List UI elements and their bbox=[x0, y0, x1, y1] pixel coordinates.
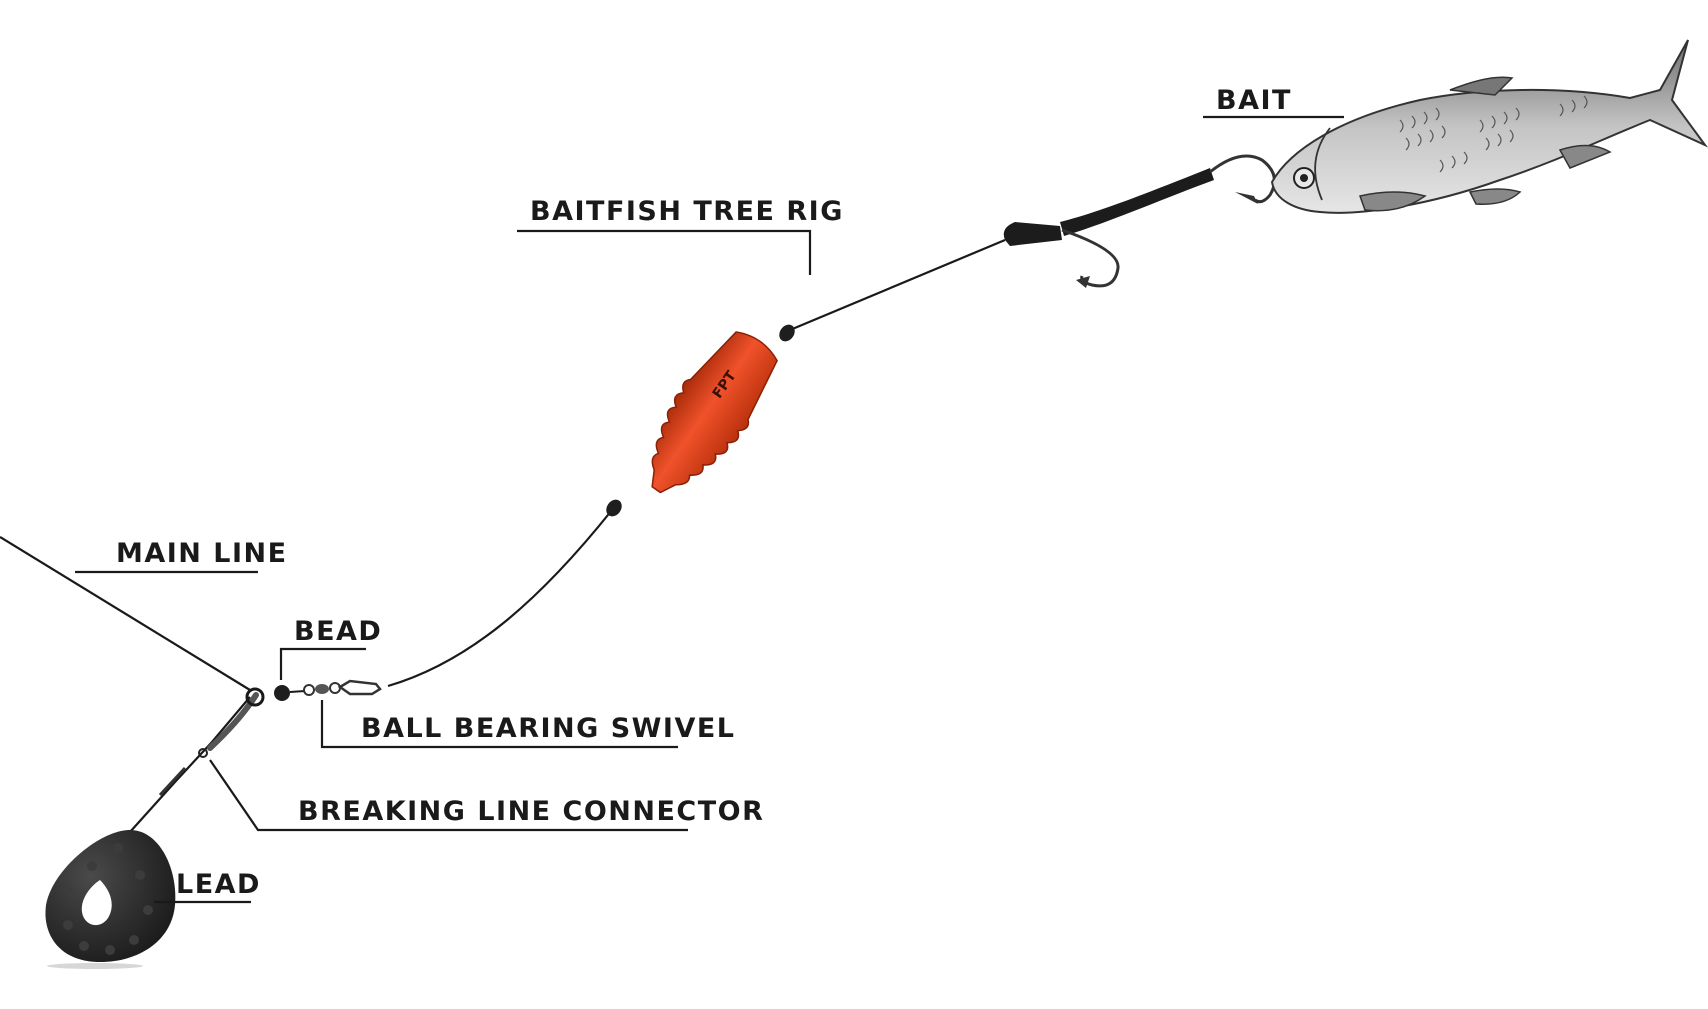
lead-link-line bbox=[129, 696, 251, 833]
label-bait: BAIT bbox=[1216, 85, 1292, 116]
leader-bead bbox=[279, 647, 366, 680]
main-line bbox=[0, 536, 251, 691]
label-baitfish-tree-rig: BAITFISH TREE RIG bbox=[530, 196, 844, 227]
label-lead: LEAD bbox=[176, 869, 261, 900]
label-breaking-line-connector: BREAKING LINE CONNECTOR bbox=[298, 796, 764, 827]
float-bead-upper bbox=[779, 324, 795, 342]
breaking-line-connector bbox=[207, 692, 259, 751]
main-ring bbox=[245, 687, 265, 707]
hook-icon bbox=[1003, 154, 1276, 288]
bead-icon bbox=[274, 685, 290, 701]
swivel-icon bbox=[289, 679, 382, 696]
leader-breaking-line-connector bbox=[209, 759, 688, 832]
label-bead: BEAD bbox=[294, 616, 382, 647]
float-icon: FPT bbox=[651, 331, 778, 494]
fish-icon bbox=[1270, 39, 1708, 214]
float-bead-lower bbox=[606, 499, 622, 517]
connector-ring bbox=[198, 748, 208, 758]
rig-line-upper bbox=[789, 238, 1006, 332]
leader-baitfish-tree-rig bbox=[517, 229, 812, 275]
leader-ball-bearing-swivel bbox=[320, 700, 678, 749]
label-ball-bearing-swivel: BALL BEARING SWIVEL bbox=[361, 713, 736, 744]
rig-line-lower bbox=[387, 509, 613, 688]
label-main-line: MAIN LINE bbox=[116, 538, 288, 569]
connector-snap bbox=[158, 766, 187, 797]
lead-icon bbox=[45, 830, 176, 969]
